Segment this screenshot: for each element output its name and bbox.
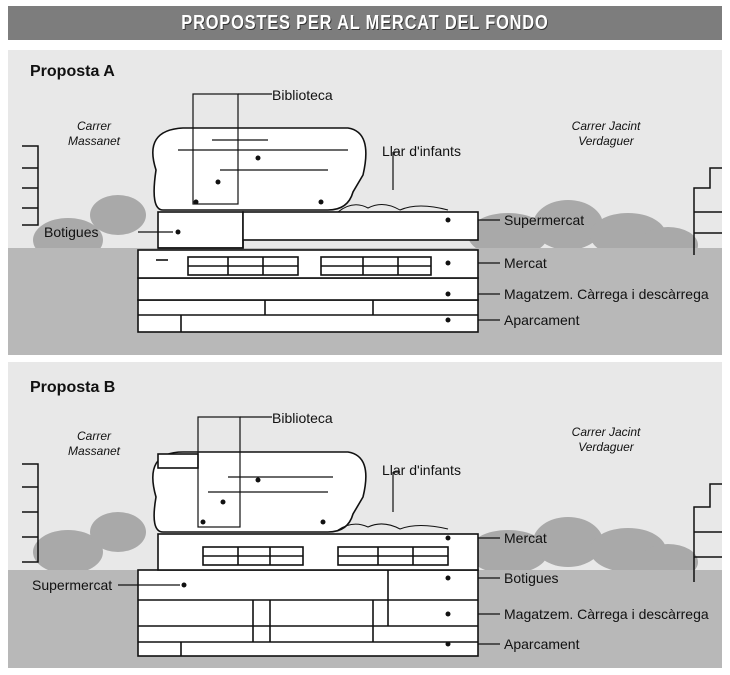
street-right-b-line1: Carrer Jacint	[572, 425, 641, 439]
label-aparcament-a: Aparcament	[504, 312, 580, 328]
proposta-b-diagram: Proposta B Carrer Massanet Carrer Jacint…	[8, 362, 722, 668]
trees	[33, 512, 698, 580]
street-left-b-line2: Massanet	[68, 444, 121, 458]
street-left-b-line1: Carrer	[77, 429, 112, 443]
street-right-a-line1: Carrer Jacint	[572, 119, 641, 133]
label-mercat-b: Mercat	[504, 530, 547, 546]
label-mercat-a: Mercat	[504, 255, 547, 271]
label-llar-b: Llar d'infants	[382, 462, 461, 478]
dot-markers-a	[175, 155, 451, 323]
right-neighbor-building	[693, 483, 722, 582]
label-supermercat-b: Supermercat	[32, 577, 112, 593]
left-neighbor-building	[22, 463, 39, 563]
street-right-a-line2: Verdaguer	[578, 134, 635, 148]
label-botigues-a: Botigues	[44, 224, 98, 240]
leader-lines-a	[138, 93, 500, 321]
street-right-b-line2: Verdaguer	[578, 440, 635, 454]
leader-lines-b	[118, 416, 500, 645]
proposta-a-panel: Proposta A Carrer Massanet Carrer Jacint…	[8, 50, 722, 355]
title-bar: PROPOSTES PER AL MERCAT DEL FONDO	[8, 6, 722, 40]
proposta-b-panel: Proposta B Carrer Massanet Carrer Jacint…	[8, 362, 722, 668]
right-neighbor-building	[693, 167, 722, 255]
label-biblioteca-b: Biblioteca	[272, 410, 333, 426]
left-neighbor-building	[22, 145, 39, 226]
label-aparcament-b: Aparcament	[504, 636, 580, 652]
label-supermercat-a: Supermercat	[504, 212, 584, 228]
label-biblioteca-a: Biblioteca	[272, 87, 333, 103]
page-title: PROPOSTES PER AL MERCAT DEL FONDO	[181, 11, 549, 34]
proposta-a-diagram: Proposta A Carrer Massanet Carrer Jacint…	[8, 50, 722, 355]
proposta-b-heading: Proposta B	[30, 379, 115, 396]
panel-divider	[8, 356, 722, 360]
street-left-a-line1: Carrer	[77, 119, 112, 133]
label-magatzem-a: Magatzem. Càrrega i descàrrega	[504, 286, 709, 302]
label-llar-a: Llar d'infants	[382, 143, 461, 159]
street-left-a-line2: Massanet	[68, 134, 121, 148]
proposta-a-heading: Proposta A	[30, 63, 115, 80]
main-building-a	[137, 127, 479, 333]
label-botigues-b: Botigues	[504, 570, 558, 586]
label-magatzem-b: Magatzem. Càrrega i descàrrega	[504, 606, 709, 622]
dot-markers-b	[181, 477, 451, 647]
